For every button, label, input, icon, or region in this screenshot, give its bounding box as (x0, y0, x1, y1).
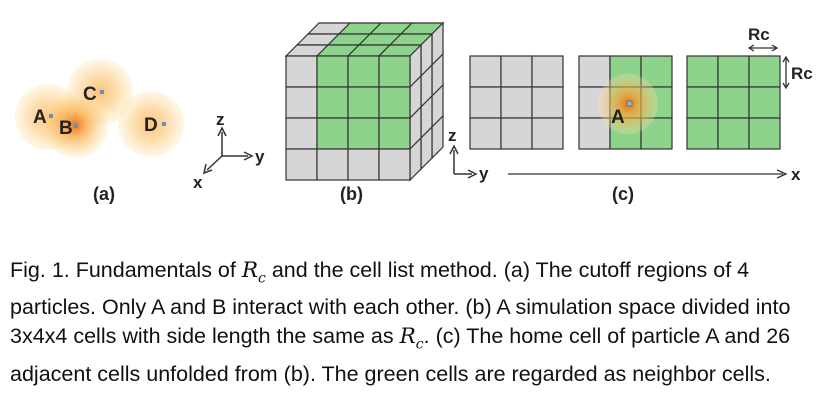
grid-cell (531, 117, 564, 150)
caption-part-1: and the cell list method. (a) The cutoff… (10, 258, 791, 349)
grid-cell (578, 117, 611, 150)
grid-cell (717, 55, 750, 88)
figure: A B C D (a) z y x (b) A (15, 21, 813, 204)
rc-vertical-marker (782, 55, 790, 90)
cube-front-cell (378, 117, 411, 150)
caption-part-2: . (c) The home cell of particle A and 26… (10, 324, 791, 386)
figure-caption: Fig. 1. Fundamentals of Rc and the cell … (10, 256, 815, 389)
panel-a: A B C D (a) z y x (15, 59, 265, 204)
grid-cell (500, 55, 533, 88)
cube-front-cell (316, 86, 349, 119)
grid-cell (469, 117, 502, 150)
particle-a-label: A (33, 107, 47, 128)
cube-front-cell (347, 148, 380, 181)
panel-a-label: (a) (93, 184, 115, 204)
grid-cell (469, 86, 502, 119)
cube-top-face (284, 22, 445, 57)
particle-c-label: C (83, 84, 97, 105)
grid-cell (531, 86, 564, 119)
cube-front-cell (378, 148, 411, 181)
caption-prefix: Fig. 1. Fundamentals of (10, 258, 242, 282)
rc-horizontal-label: Rc (748, 25, 770, 44)
grid-cell (717, 117, 750, 150)
cube-front-cell (285, 117, 318, 150)
grid-cell (748, 86, 781, 119)
cube-front-cell (347, 55, 380, 88)
cube-front-cell (285, 55, 318, 88)
particle-a-dot (49, 114, 53, 118)
grid-cell (717, 86, 750, 119)
axis-z-label-c: z (448, 126, 457, 145)
axis-x-label-c: x (791, 165, 801, 184)
cell-grid-layer-3 (686, 55, 781, 150)
particle-b-dot (74, 124, 78, 128)
cube-front-cell (285, 148, 318, 181)
cube-front-cell (316, 148, 349, 181)
grid-cell (748, 55, 781, 88)
grid-cell (578, 55, 611, 88)
particle-d-dot (162, 122, 166, 126)
home-particle-dot (626, 100, 633, 107)
caption-math-rc-1: Rc (241, 258, 266, 287)
axis-x-long (508, 169, 788, 179)
grid-cell (686, 86, 719, 119)
cutoff-region-d (118, 91, 184, 157)
axes-2d (449, 144, 478, 179)
cube-front-cell (285, 86, 318, 119)
cube-front-cell (347, 117, 380, 150)
axis-y-label: y (255, 147, 265, 166)
axes-3d (202, 126, 254, 175)
home-particle-label: A (611, 107, 625, 128)
cell-grid-layer-1 (469, 55, 564, 150)
axis-y-label-c: y (479, 164, 489, 183)
axis-x-label: x (193, 173, 203, 192)
particle-c-dot (100, 90, 104, 94)
grid-cell (500, 86, 533, 119)
panel-b: (b) (284, 21, 445, 204)
cube-front-cell (316, 55, 349, 88)
cube-front-cell (347, 86, 380, 119)
grid-cell (686, 117, 719, 150)
particle-b-label: B (59, 118, 73, 139)
rc-horizontal-marker (747, 44, 779, 52)
rc-vertical-label: Rc (791, 64, 813, 83)
cube-front-face (285, 55, 411, 181)
cube-front-cell (316, 117, 349, 150)
caption-math-rc-2: Rc (399, 324, 424, 353)
cube-front-cell (378, 86, 411, 119)
cube-side-face (409, 21, 444, 182)
axis-z-label: z (216, 110, 225, 129)
panel-b-label: (b) (340, 184, 363, 204)
particle-d-label: D (144, 115, 158, 136)
grid-cell (531, 55, 564, 88)
grid-cell (469, 55, 502, 88)
grid-cell (748, 117, 781, 150)
grid-cell (686, 55, 719, 88)
cube-front-cell (378, 55, 411, 88)
grid-cell (500, 117, 533, 150)
panel-c: A Rc Rc z y x (c) (448, 25, 813, 204)
panel-c-label: (c) (612, 184, 634, 204)
